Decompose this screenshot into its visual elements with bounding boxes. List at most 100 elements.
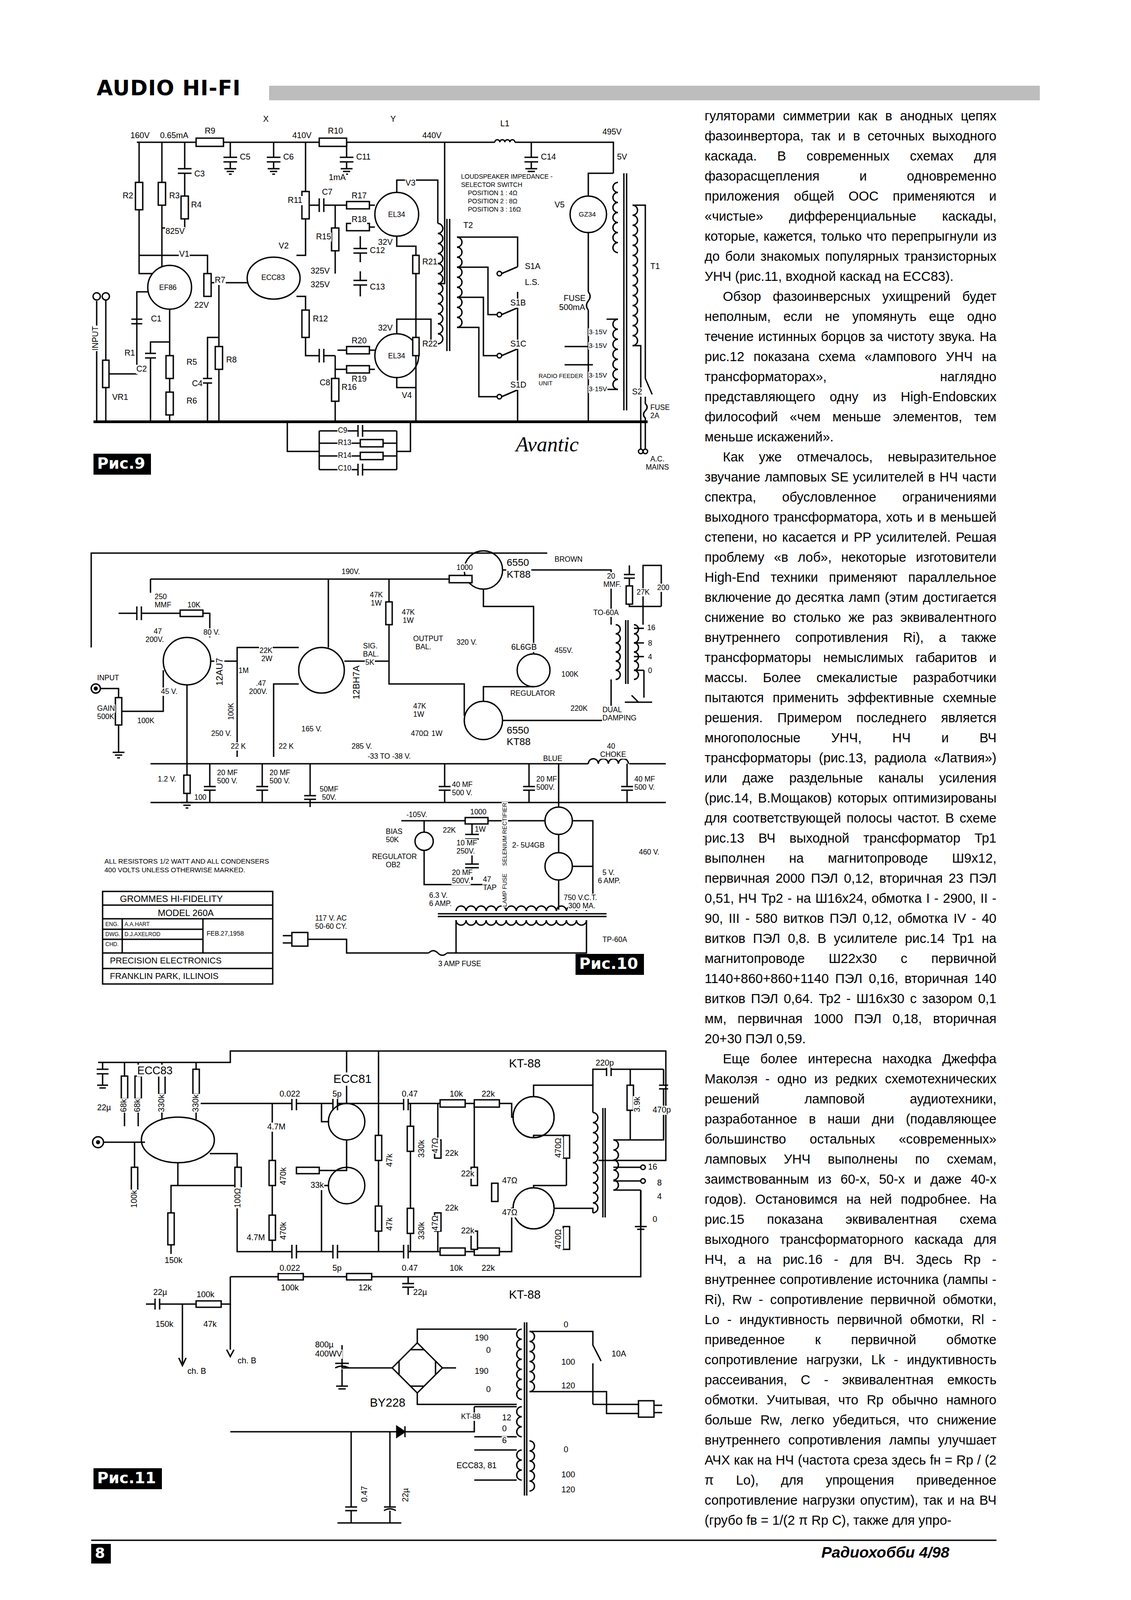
component-label: 470p <box>652 1105 672 1116</box>
component-label: 4.7M <box>246 1233 266 1243</box>
component-label: L1 <box>499 119 510 129</box>
component-label: 400WV <box>314 1349 343 1360</box>
component-label: 6.3 V. <box>428 891 448 900</box>
component-label: FUSE <box>649 403 671 412</box>
component-label: 0.022 <box>279 1089 301 1100</box>
component-label: ENG. <box>104 921 120 928</box>
component-label: 22k <box>444 1149 459 1159</box>
component-label: 20 MF <box>535 775 558 784</box>
component-label: 47Ω <box>430 1215 441 1232</box>
fig11-wiring <box>92 1051 669 1524</box>
component-label: 6 <box>501 1436 508 1446</box>
component-label: 47K <box>401 608 416 617</box>
component-label: 40 MF <box>633 775 656 784</box>
component-label: 45 V. <box>160 687 178 696</box>
footer-text: Радиохобби 4/98 <box>820 1544 950 1562</box>
component-label: R15 <box>315 232 332 242</box>
component-label: R3 <box>168 191 181 201</box>
component-label: 500V. <box>451 876 471 886</box>
component-label: 27K <box>636 588 650 597</box>
component-label: 3·15V <box>588 328 608 337</box>
component-label: EF86 <box>158 283 177 292</box>
component-label: BLUE <box>542 754 563 763</box>
component-label: DWG. <box>104 931 121 938</box>
figure-tag: Рис.9 <box>93 453 151 475</box>
component-label: 20 MF <box>451 868 473 877</box>
schematic-note: ALL RESISTORS 1/2 WATT AND ALL CONDENSER… <box>103 857 279 875</box>
component-label: EL34 <box>387 210 406 219</box>
component-label: MMF. <box>602 580 622 589</box>
component-label: 10 MF <box>456 839 478 848</box>
component-label: BAL. <box>415 643 432 652</box>
component-label: KT88 <box>506 736 532 748</box>
component-label: 3·15V <box>588 342 608 350</box>
component-label: 0.65mA <box>159 131 189 141</box>
component-label: 1.2 V. <box>157 775 177 784</box>
fig10-resistors <box>102 575 633 985</box>
component-label: 80 V. <box>202 628 221 637</box>
component-label: R17 <box>351 191 368 201</box>
component-label: 500K <box>96 712 115 722</box>
component-label: 50V. <box>321 793 337 802</box>
figure-tag-text: 8 <box>94 1545 105 1562</box>
figure-tag-text: Рис.11 <box>97 1469 156 1488</box>
component-label: 100k <box>280 1283 300 1293</box>
component-label: R21 <box>421 257 438 267</box>
component-label: 300 MA. <box>567 902 597 911</box>
component-label: T1 <box>649 262 661 272</box>
component-label: 165 V. <box>300 725 323 734</box>
component-label: KT88 <box>506 569 532 581</box>
component-label: 4 <box>647 653 653 662</box>
component-label: A.C. <box>649 455 665 464</box>
component-label: S1D <box>509 380 527 390</box>
component-label: 750 V.C.T. <box>563 893 598 903</box>
component-label: 10k <box>449 1264 464 1274</box>
component-label: 470Ω <box>410 729 430 738</box>
component-label: BIAS <box>385 827 403 836</box>
component-label: C2 <box>135 364 148 374</box>
component-label: ECC83 <box>260 273 286 282</box>
component-label: 0 <box>485 1385 492 1395</box>
component-label: INPUT <box>91 325 101 352</box>
component-label: C4 <box>191 379 203 389</box>
body-paragraph: Еще более интересна находка Джеффа Макол… <box>704 1048 997 1531</box>
component-label: 22V <box>193 300 210 311</box>
component-label: 5V <box>616 152 628 162</box>
component-label: 190V. <box>341 567 361 576</box>
component-label: 5p <box>332 1089 343 1100</box>
component-label: R14 <box>337 451 352 460</box>
component-label: C6 <box>282 152 295 162</box>
figure-tag-text: Рис.10 <box>579 954 639 973</box>
component-label: 22k <box>444 1203 459 1214</box>
component-label: 440V <box>421 131 442 141</box>
component-label: 47K <box>412 702 427 711</box>
component-label: T2 <box>462 221 474 231</box>
component-label: TO-60A <box>592 608 620 618</box>
component-label: C14 <box>540 152 557 162</box>
component-label: R4 <box>190 200 203 210</box>
component-label: C1 <box>150 314 162 324</box>
component-label: TP-60A <box>601 935 628 945</box>
component-label: 190 <box>474 1333 489 1344</box>
component-label: ECC81 <box>332 1072 373 1086</box>
component-label: 22µ <box>152 1288 168 1298</box>
component-label: 22 K <box>230 742 247 751</box>
component-label: 3·15V <box>588 385 608 394</box>
component-label: C3 <box>193 169 206 179</box>
component-label: 6550 <box>506 557 530 569</box>
component-label: 20 MF <box>216 768 239 778</box>
component-label: POSITION 2 : 8Ω <box>467 197 519 205</box>
component-label: A.A.HART <box>124 921 151 928</box>
component-label: 500V. <box>535 783 556 792</box>
component-label: REGULATOR <box>371 852 418 862</box>
header-bar <box>91 85 1040 1541</box>
component-label: 47 <box>153 627 163 636</box>
component-label: D.J.AXELROD <box>124 931 161 938</box>
component-label: R18 <box>351 215 368 225</box>
component-label: S1A <box>524 262 541 272</box>
component-label: 220K <box>570 704 588 713</box>
component-label: 100 <box>560 1470 576 1480</box>
component-label: 22k <box>481 1264 496 1274</box>
component-label: 250 <box>154 592 168 602</box>
component-label: R11 <box>287 196 303 206</box>
